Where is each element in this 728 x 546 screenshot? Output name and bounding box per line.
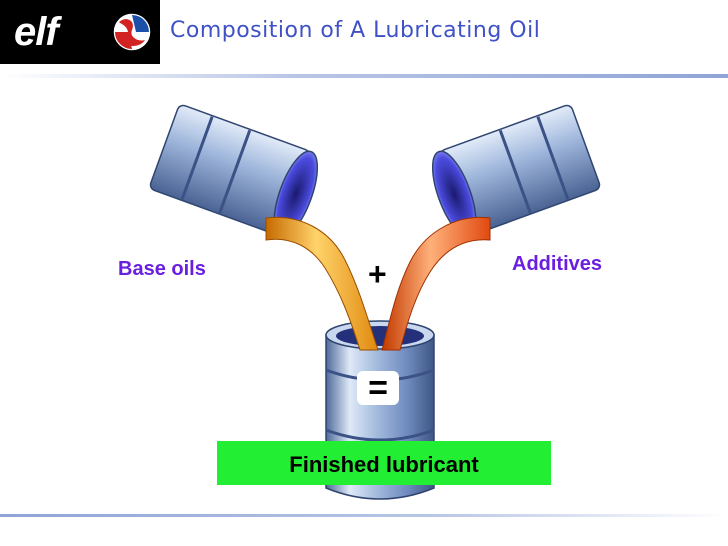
left-drum-icon [149,104,319,238]
header-divider [0,74,728,78]
plus-sign: + [368,256,387,292]
elf-logo: elf [0,0,160,64]
additive-stream-icon [381,216,491,351]
base-oil-stream-icon [265,216,379,351]
base-oils-label: Base oils [118,258,206,280]
logo-wordmark: elf [14,10,59,54]
additives-label: Additives [512,253,603,275]
right-drum-icon [431,104,601,238]
elf-emblem-icon [112,12,152,52]
page-title: Composition of A Lubricating Oil [170,18,541,43]
equals-sign: = [357,371,399,405]
footer-divider [0,514,728,517]
finished-lubricant-box: Finished lubricant [217,441,551,485]
